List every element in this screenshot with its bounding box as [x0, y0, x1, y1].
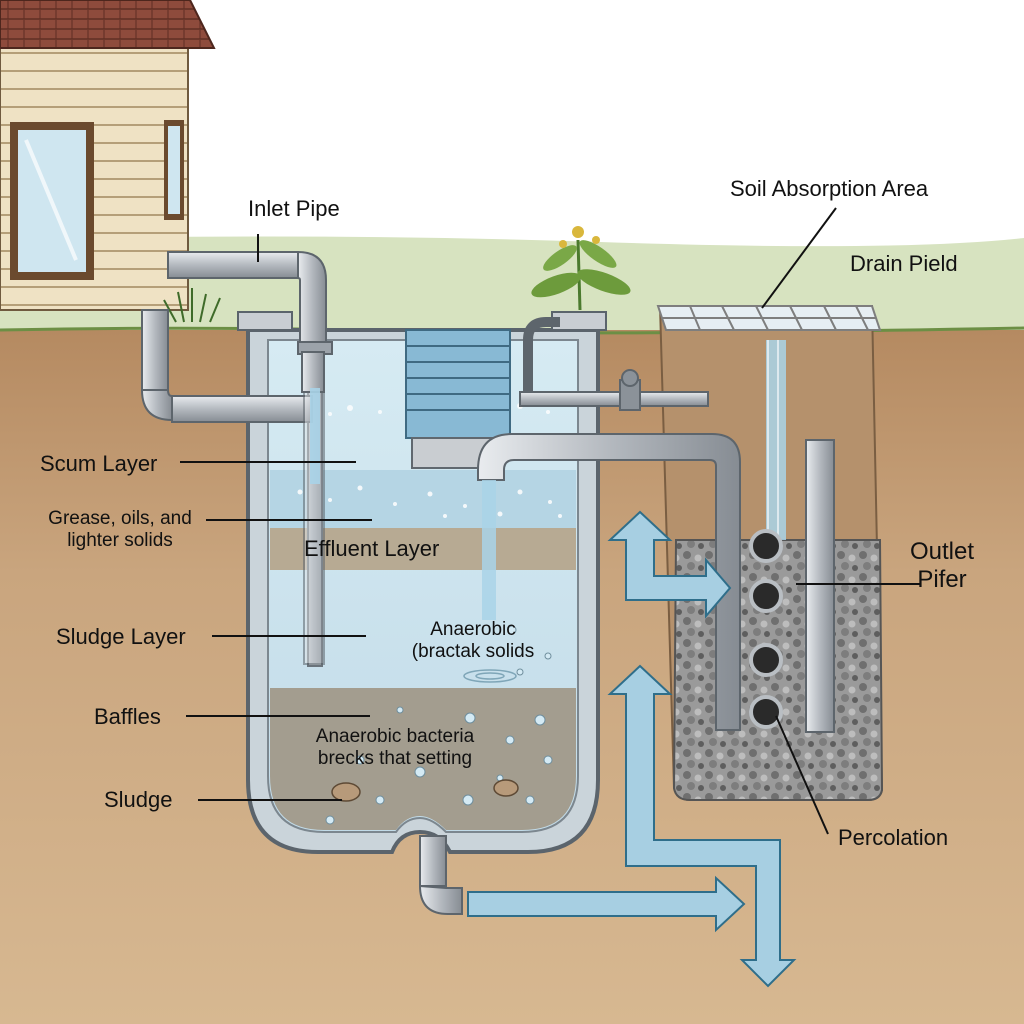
label-outlet-pipe: Outlet Pifer	[892, 538, 992, 593]
label-effluent-layer: Effluent Layer	[304, 536, 440, 561]
label-grease-oils: Grease, oils, and lighter solids	[40, 508, 200, 552]
label-sludge-layer: Sludge Layer	[56, 624, 186, 649]
label-inlet-pipe: Inlet Pipe	[248, 196, 340, 221]
label-scum-layer: Scum Layer	[40, 451, 158, 476]
label-drain-field: Drain Pield	[850, 251, 958, 276]
label-anaerobic: Anaerobic (bractak solids	[398, 619, 548, 663]
label-outlet-line1: Outlet	[909, 538, 975, 565]
drain-pipe	[418, 835, 463, 915]
label-anaerobic-line2: (bractak solids	[411, 640, 535, 662]
leader-lines	[180, 207, 920, 835]
label-grease-line1: Grease, oils, and	[48, 508, 192, 529]
label-percolation: Percolation	[838, 825, 949, 850]
inflow-stream	[310, 388, 320, 484]
house	[0, 0, 216, 311]
grass-tuft	[163, 288, 221, 323]
label-bacteria-line2: brecks that setting	[317, 747, 473, 769]
label-sludge: Sludge	[104, 787, 173, 812]
label-soil-absorption-area: Soil Absorption Area	[730, 176, 929, 201]
outflow-stream	[482, 480, 496, 620]
label-grease-line2: lighter solids	[67, 529, 173, 551]
flow-arrow-right	[467, 875, 746, 933]
label-outlet-line2: Pifer	[917, 565, 967, 593]
label-bacteria-line1: Anaerobic bacteria	[315, 726, 475, 747]
soil-absorption-grid	[656, 305, 882, 331]
label-anaerobic-line1: Anaerobic	[430, 619, 516, 640]
label-baffles: Baffles	[94, 704, 161, 729]
outlet-pipe	[477, 317, 835, 733]
perforated-pipe-openings	[749, 529, 783, 729]
plant	[531, 226, 631, 311]
flow-arrows	[467, 510, 797, 988]
flow-arrow-up-right	[607, 510, 732, 619]
label-anaerobic-bacteria: Anaerobic bacteria brecks that setting	[300, 726, 490, 770]
flow-arrow-down	[607, 664, 797, 988]
